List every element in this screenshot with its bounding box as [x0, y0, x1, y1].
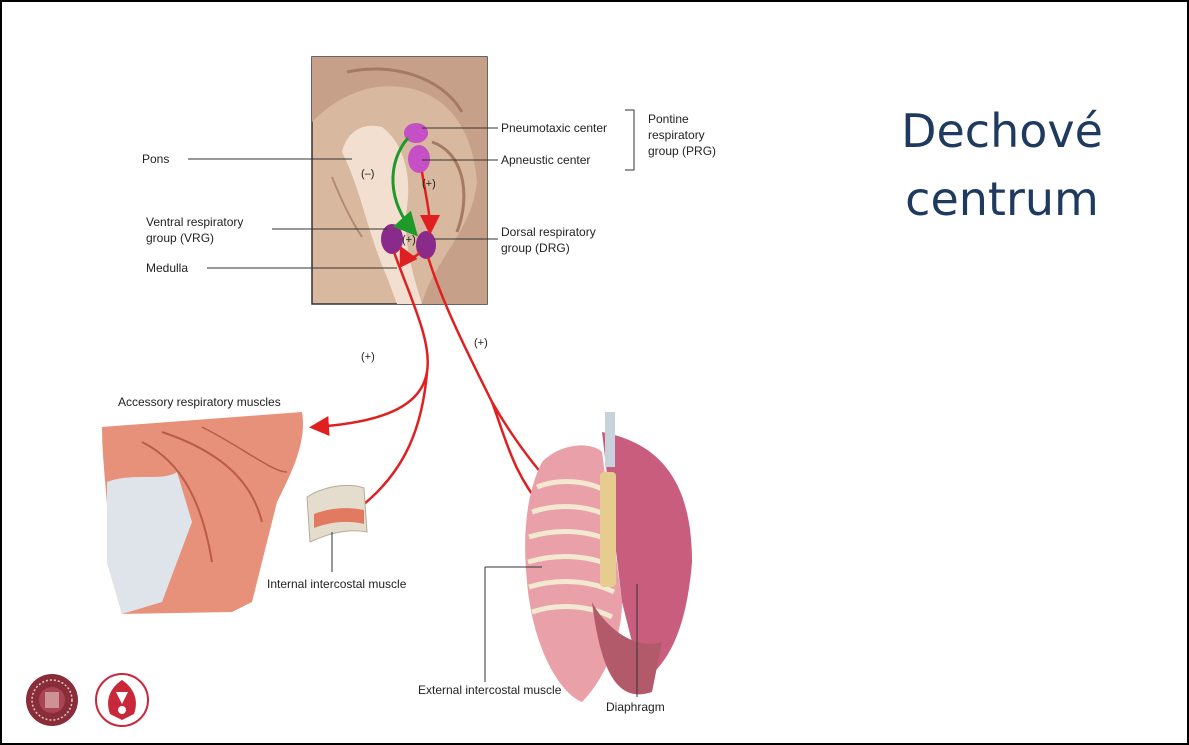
internal-intercostal-illustration: [307, 485, 367, 572]
label-pneumotaxic-center: Pneumotaxic center: [501, 121, 607, 136]
label-diaphragm: Diaphragm: [606, 700, 665, 715]
label-external-intercostal: External intercostal muscle: [418, 683, 561, 698]
label-plus-drg: (+): [402, 233, 416, 248]
label-drg-line-1: Dorsal respiratory: [501, 225, 596, 240]
label-prg-line-2: respiratory: [648, 128, 705, 143]
label-apneustic-center: Apneustic center: [501, 153, 590, 168]
label-vrg-line-2: group (VRG): [146, 231, 214, 246]
thorax-illustration: [485, 412, 692, 702]
faculty-emblem-icon: [96, 674, 148, 726]
label-medulla: Medulla: [146, 261, 188, 276]
label-plus-right: (+): [474, 336, 488, 351]
label-internal-intercostal: Internal intercostal muscle: [267, 577, 406, 592]
label-drg-line-2: group (DRG): [501, 241, 570, 256]
label-prg-line-1: Pontine: [648, 112, 689, 127]
label-plus-apneustic: (+): [422, 177, 436, 192]
label-vrg-line-1: Ventral respiratory: [146, 215, 243, 230]
label-pons: Pons: [142, 152, 169, 167]
institution-logos: [24, 670, 164, 730]
label-minus: (–): [361, 167, 374, 182]
university-seal-icon: [26, 674, 78, 726]
label-prg-line-3: group (PRG): [648, 144, 716, 159]
apneustic-center: [408, 145, 430, 173]
label-plus-left: (+): [361, 350, 375, 365]
label-accessory-muscles: Accessory respiratory muscles: [118, 395, 281, 410]
